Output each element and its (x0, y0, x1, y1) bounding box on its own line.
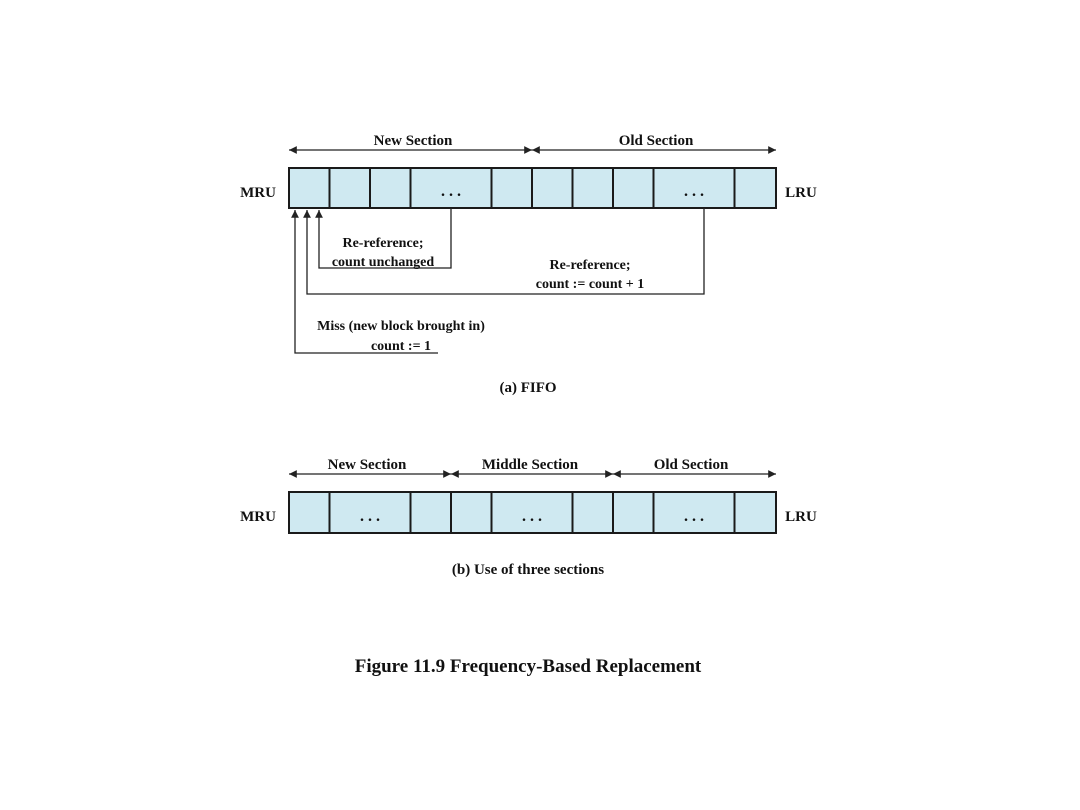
mru-label: MRU (240, 185, 276, 201)
ellipsis-new: . . . (441, 183, 461, 200)
reref-unchanged-line1: Re-reference; (342, 236, 423, 251)
reref-unchanged-line2: count unchanged (332, 255, 435, 270)
stack-cell (288, 491, 331, 534)
ellipsis-old: . . . (684, 508, 704, 525)
lru-label: LRU (785, 185, 817, 201)
caption-b: (b) Use of three sections (452, 562, 604, 578)
stack-cell (612, 491, 655, 534)
figure-title: Figure 11.9 Frequency-Based Replacement (355, 656, 702, 677)
mru-label: MRU (240, 509, 276, 525)
reref-unchanged-arrow (315, 208, 452, 269)
caption-a: (a) FIFO (499, 380, 556, 396)
stack-cell (733, 167, 777, 209)
stack-cell (328, 167, 371, 209)
middle-section-label: Middle Section (482, 457, 579, 473)
reref-increment-line2: count := count + 1 (536, 277, 645, 292)
stack-cell (288, 167, 331, 209)
stack-cell (409, 491, 452, 534)
diagram-a: New Section Old Section MRU LRU . . . . … (240, 133, 817, 396)
old-section-label: Old Section (619, 133, 694, 149)
stack-cell (571, 167, 614, 209)
ellipsis-middle: . . . (522, 508, 542, 525)
stack-cell (531, 167, 574, 209)
stack-cell-ellipsis (652, 167, 736, 209)
stack-cell (490, 167, 533, 209)
reref-increment-line1: Re-reference; (549, 258, 630, 273)
stack-row-a (288, 167, 777, 209)
stack-cell (612, 167, 655, 209)
diagram-b: New Section Middle Section Old Section M… (240, 457, 817, 578)
ellipsis-old: . . . (684, 183, 704, 200)
stack-cell (733, 491, 777, 534)
reref-increment-arrow (303, 208, 705, 295)
stack-cell-ellipsis (409, 167, 493, 209)
stack-cell (571, 491, 614, 534)
miss-arrow (291, 209, 438, 354)
stack-row-b (288, 491, 777, 534)
miss-line2: count := 1 (371, 339, 431, 354)
old-section-label: Old Section (654, 457, 729, 473)
miss-line1: Miss (new block brought in) (317, 319, 485, 334)
new-section-label: New Section (374, 133, 453, 149)
stack-cell (450, 491, 493, 534)
stack-cell (369, 167, 412, 209)
lru-label: LRU (785, 509, 817, 525)
ellipsis-new: . . . (360, 508, 380, 525)
new-section-label: New Section (328, 457, 407, 473)
